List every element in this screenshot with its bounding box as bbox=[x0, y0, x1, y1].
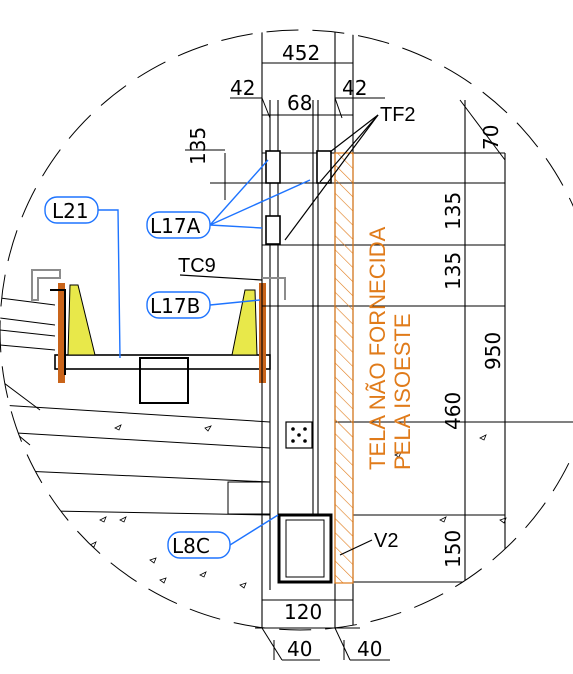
leader-lines bbox=[179, 114, 379, 556]
note-line2: PELA ISOESTE bbox=[390, 313, 415, 470]
callout-l21: L21 bbox=[52, 199, 89, 223]
concrete-aggregate-marks bbox=[89, 424, 507, 589]
dim-v135-a: 135 bbox=[441, 192, 465, 230]
dim-bottom-40-left: 40 bbox=[287, 637, 312, 661]
dim-v135-left: 135 bbox=[186, 127, 210, 165]
beam-v2-inner bbox=[285, 519, 325, 578]
dim-left-42: 42 bbox=[230, 76, 255, 100]
left-panel-assembly bbox=[31, 269, 271, 404]
label-v2: V2 bbox=[374, 530, 398, 552]
dim-mid-68: 68 bbox=[287, 91, 312, 115]
detail-content bbox=[0, 30, 573, 630]
label-tc9: TC9 bbox=[178, 255, 216, 277]
dim-v150: 150 bbox=[441, 530, 465, 568]
callout-l8c: L8C bbox=[172, 534, 210, 558]
profile-clips bbox=[262, 150, 332, 449]
dim-bottom-120: 120 bbox=[284, 600, 322, 624]
callout-bubbles bbox=[44, 196, 231, 559]
dim-right-42: 42 bbox=[342, 76, 367, 100]
bolt-dots bbox=[291, 427, 307, 443]
orange-screen-hatch bbox=[334, 152, 354, 584]
dim-top-452: 452 bbox=[282, 41, 320, 65]
label-tf2: TF2 bbox=[380, 104, 416, 126]
dim-v950: 950 bbox=[481, 332, 505, 370]
callout-l17a: L17A bbox=[150, 214, 201, 238]
dim-v460: 460 bbox=[441, 392, 465, 430]
detail-boundary-circle bbox=[0, 29, 573, 631]
dim-v135-b: 135 bbox=[441, 252, 465, 290]
beam-v2 bbox=[277, 513, 333, 584]
note-line1: TELA NÃO FORNECIDA bbox=[365, 226, 390, 470]
dim-bottom-40-right: 40 bbox=[357, 637, 382, 661]
callout-leaders bbox=[98, 159, 311, 546]
dim-v70: 70 bbox=[479, 125, 503, 150]
dimension-lines bbox=[185, 62, 506, 661]
callout-l17b: L17B bbox=[150, 294, 200, 318]
